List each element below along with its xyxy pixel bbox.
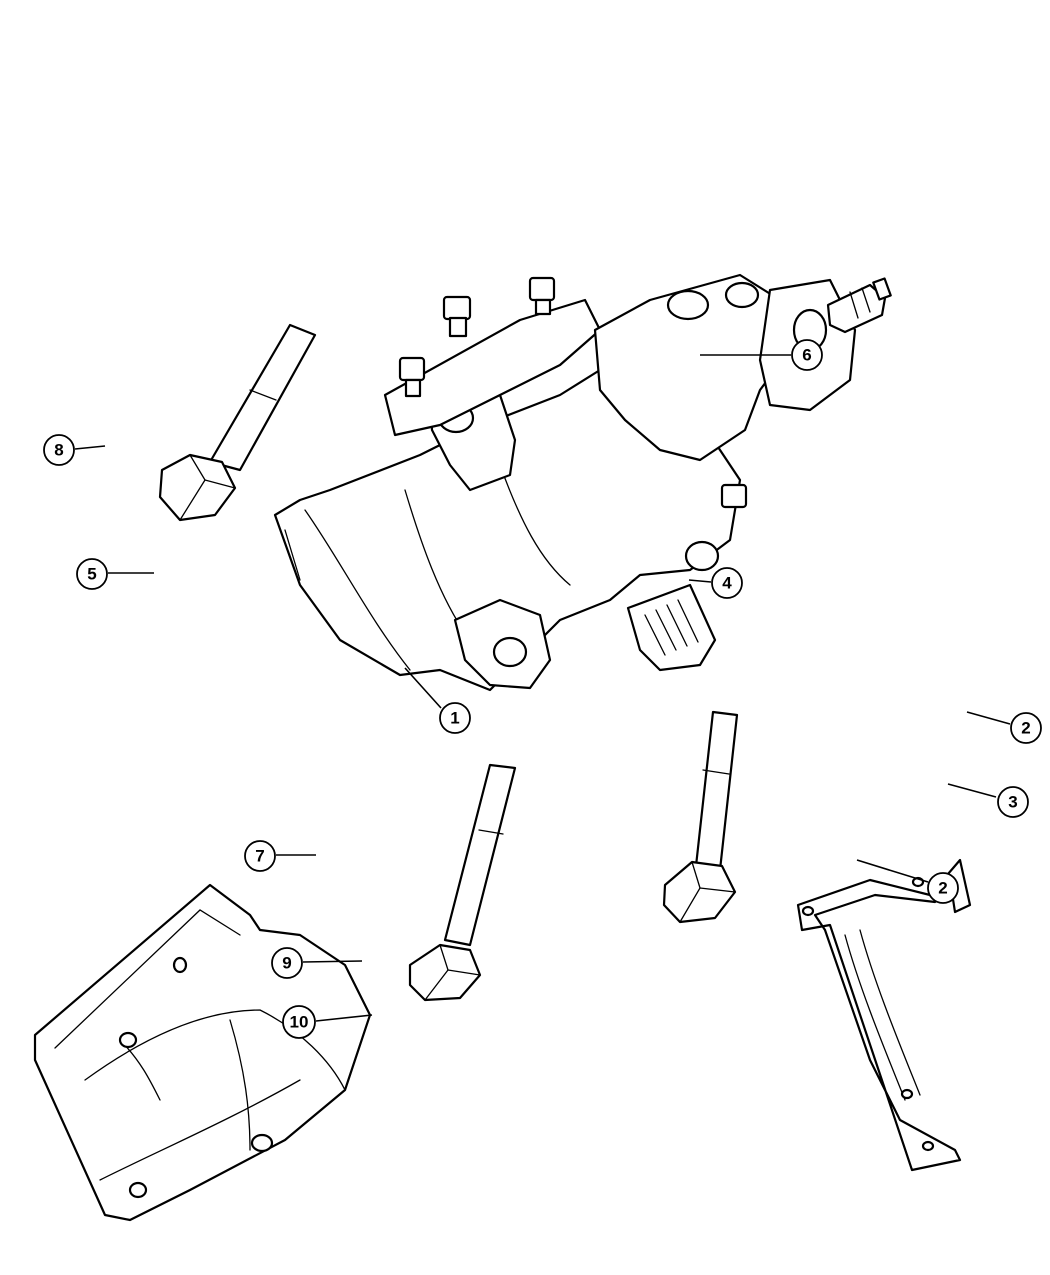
callout-6: 6 <box>791 339 823 371</box>
cover-bolt <box>528 276 556 316</box>
svg-text:10: 10 <box>290 1013 309 1032</box>
callout-8: 8 <box>43 434 75 466</box>
leader-lines <box>74 354 1011 1022</box>
svg-text:5: 5 <box>87 565 96 584</box>
callout-3: 3 <box>997 786 1029 818</box>
callout-4: 4 <box>711 567 743 599</box>
svg-text:8: 8 <box>54 441 63 460</box>
leader-2b <box>856 859 929 883</box>
cover-bolt <box>398 356 426 398</box>
leader-8 <box>74 445 106 450</box>
svg-text:6: 6 <box>802 346 811 365</box>
callout-2-upper: 2 <box>1010 712 1042 744</box>
callout-10: 10 <box>282 1005 316 1039</box>
callout-7: 7 <box>244 840 276 872</box>
steering-gear-housing <box>273 273 892 692</box>
svg-text:2: 2 <box>938 879 947 898</box>
svg-text:3: 3 <box>1008 793 1017 812</box>
steering-gear-skid-shield <box>33 883 372 1222</box>
svg-text:9: 9 <box>282 954 291 973</box>
mounting-bolt-lower-right <box>662 710 739 924</box>
svg-text:2: 2 <box>1021 719 1030 738</box>
callout-9: 9 <box>271 947 303 979</box>
leader-2a <box>966 711 1011 725</box>
mounting-bolt-lower-center <box>408 763 517 1002</box>
svg-text:1: 1 <box>450 709 459 728</box>
leader-1 <box>404 667 442 709</box>
cover-bolt <box>442 295 472 338</box>
svg-text:4: 4 <box>722 574 732 593</box>
leader-9 <box>302 960 363 963</box>
svg-text:7: 7 <box>255 847 264 866</box>
callout-2-lower: 2 <box>927 872 959 904</box>
leader-10 <box>315 1014 373 1022</box>
leader-4 <box>688 579 712 583</box>
callout-1: 1 <box>439 702 471 734</box>
callout-5: 5 <box>76 558 108 590</box>
mounting-bolt-upper-left <box>158 323 317 522</box>
leader-3 <box>947 783 997 798</box>
steering-gear-bracket <box>796 858 972 1172</box>
